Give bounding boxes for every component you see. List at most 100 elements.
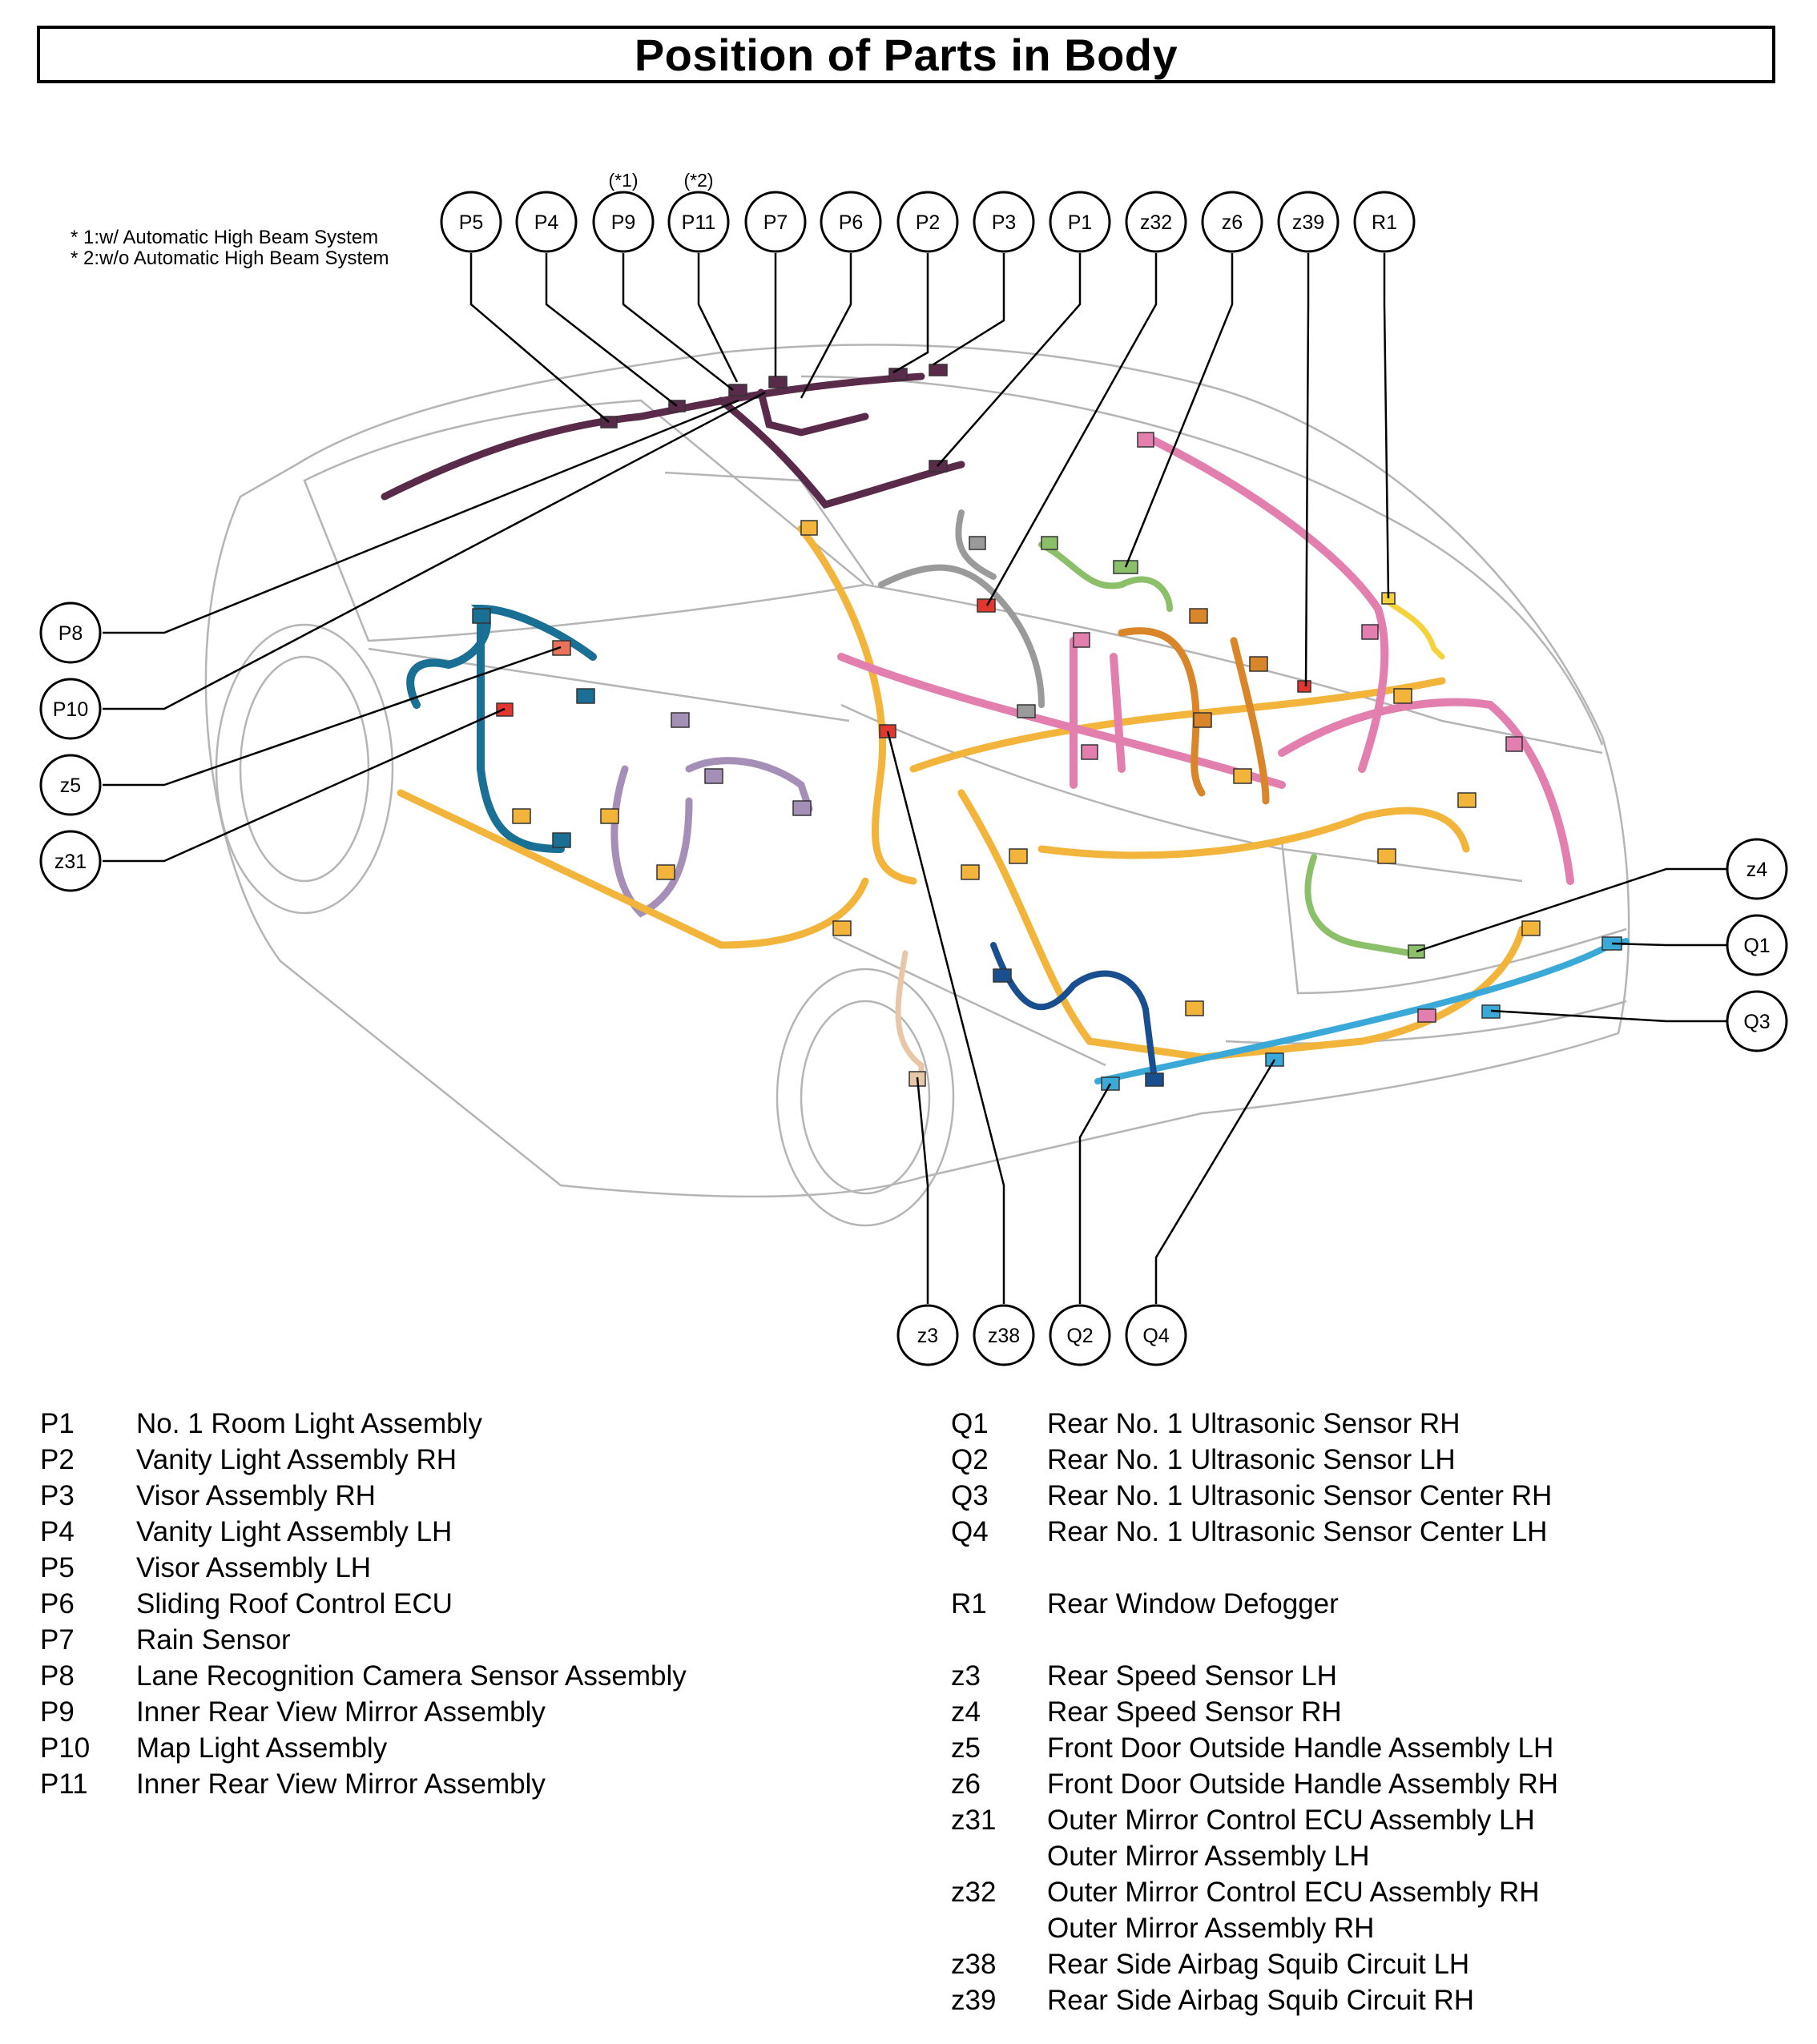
green-harness — [1038, 541, 1413, 956]
callout-q3-label: Q3 — [1743, 1011, 1770, 1033]
callout-p2: P2 — [896, 191, 959, 253]
legend-desc: Rear No. 1 Ultrasonic Sensor RH — [1047, 1408, 1460, 1439]
legend-code: Q2 — [951, 1444, 989, 1475]
legend-code: P7 — [40, 1624, 75, 1656]
legend-desc: Rear Speed Sensor RH — [1047, 1696, 1342, 1728]
callout-p8: P8 — [39, 602, 102, 664]
callout-p6-label: P6 — [839, 211, 864, 234]
legend-row: P5 Visor Assembly LH — [40, 1550, 921, 1586]
legend-desc: Rear No. 1 Ultrasonic Sensor Center LH — [1047, 1516, 1548, 1547]
callout-z3-label: z3 — [917, 1325, 938, 1347]
legend-desc: Rear No. 1 Ultrasonic Sensor LH — [1047, 1444, 1456, 1475]
callout-p1: P1 — [1049, 191, 1111, 253]
callout-r1: R1 — [1353, 191, 1416, 253]
legend-code: P3 — [40, 1480, 75, 1511]
connectors — [472, 364, 1622, 1091]
callout-z5: z5 — [39, 754, 102, 816]
legend-desc: Rain Sensor — [136, 1624, 291, 1656]
leader-lines — [103, 253, 1726, 1304]
legend-code: z38 — [951, 1949, 997, 1980]
legend-code: P8 — [40, 1660, 75, 1692]
callout-p11: P11(*2) — [667, 170, 730, 253]
callout-p11-label: P11 — [682, 211, 716, 234]
callout-p8-label: P8 — [58, 622, 83, 645]
legend-row: z31 Outer Mirror Control ECU Assembly LH — [951, 1802, 1800, 1838]
callout-p6: P6 — [820, 191, 882, 253]
legend-code: P6 — [40, 1588, 75, 1620]
callout-p3: P3 — [973, 191, 1035, 253]
legend-desc: Sliding Roof Control ECU — [136, 1588, 453, 1620]
callout-z32-label: z32 — [1140, 211, 1172, 234]
callout-p10-label: P10 — [53, 698, 88, 721]
callout-p4-label: P4 — [534, 211, 559, 234]
legend-row: P7 Rain Sensor — [40, 1622, 921, 1658]
note-1: * 1:w/ Automatic High Beam System — [71, 227, 378, 248]
callout-q1: Q1 — [1726, 914, 1788, 976]
callout-q4-label: Q4 — [1142, 1325, 1169, 1347]
front-door-harness — [406, 604, 597, 853]
callout-z31: z31 — [39, 830, 102, 892]
legend-code: P2 — [40, 1444, 75, 1475]
callout-z6-label: z6 — [1222, 211, 1243, 234]
legend-row: Outer Mirror Assembly LH — [951, 1838, 1800, 1874]
legend-desc: Outer Mirror Control ECU Assembly RH — [1047, 1877, 1540, 1908]
legend-desc: Outer Mirror Control ECU Assembly LH — [1047, 1805, 1535, 1836]
callout-z39-label: z39 — [1292, 211, 1324, 234]
legend-code: P1 — [40, 1408, 75, 1439]
legend-row: P4 Vanity Light Assembly LH — [40, 1514, 921, 1550]
legend-desc: Visor Assembly LH — [136, 1552, 372, 1583]
legend-code: P4 — [40, 1516, 75, 1547]
legend-row: P8 Lane Recognition Camera Sensor Assembl… — [40, 1658, 921, 1694]
legend-desc: Lane Recognition Camera Sensor Assembly — [136, 1660, 687, 1692]
callout-z4-label: z4 — [1746, 859, 1768, 881]
legend-gap — [951, 1622, 1800, 1658]
floor-harness — [397, 525, 1526, 1061]
callout-p10: P10 — [39, 678, 102, 740]
callout-q3: Q3 — [1726, 990, 1788, 1052]
callout-z38-label: z38 — [988, 1325, 1020, 1347]
legend-row: P11 Inner Rear View Mirror Assembly — [40, 1766, 921, 1802]
legend-row: P6 Sliding Roof Control ECU — [40, 1586, 921, 1622]
legend-desc: Front Door Outside Handle Assembly RH — [1047, 1768, 1559, 1800]
callout-p4: P4 — [515, 191, 578, 253]
callout-p7-label: P7 — [763, 211, 788, 234]
legend-code: z3 — [951, 1660, 981, 1692]
legend-code: P11 — [40, 1768, 88, 1800]
legend-code: z6 — [951, 1768, 981, 1800]
legend-desc: Vanity Light Assembly LH — [136, 1516, 453, 1547]
legend-code: z31 — [951, 1805, 997, 1836]
trunk-pink-harness — [837, 437, 1574, 885]
legend-row: P3 Visor Assembly RH — [40, 1478, 921, 1514]
legend-row: z4 Rear Speed Sensor RH — [951, 1694, 1800, 1730]
legend-desc: Visor Assembly RH — [136, 1480, 376, 1511]
car-wiring-diagram: * 1:w/ Automatic High Beam System * 2:w/… — [39, 170, 1788, 1366]
callout-p1-label: P1 — [1068, 211, 1093, 234]
legend-code: P9 — [40, 1696, 75, 1728]
legend-desc: Rear Side Airbag Squib Circuit RH — [1047, 1985, 1475, 2016]
callout-z6: z6 — [1201, 191, 1263, 253]
peach-harness — [895, 950, 925, 1084]
legend-desc: Outer Mirror Assembly RH — [1047, 1913, 1375, 1944]
legend-row: Outer Mirror Assembly RH — [951, 1910, 1800, 1946]
legend-desc: Outer Mirror Assembly LH — [1047, 1841, 1370, 1872]
callout-p2-label: P2 — [916, 211, 941, 234]
dark-blue-harness — [990, 942, 1157, 1076]
legend-code: z4 — [951, 1696, 981, 1728]
callout-p5-label: P5 — [459, 211, 484, 234]
page-title: Position of Parts in Body — [634, 29, 1178, 80]
legend-desc: Rear Window Defogger — [1047, 1588, 1339, 1620]
legend-code: P5 — [40, 1552, 75, 1583]
callout-q4: Q4 — [1125, 1304, 1187, 1366]
callout-z38: z38 — [973, 1304, 1035, 1366]
legend-desc: Inner Rear View Mirror Assembly — [136, 1768, 546, 1800]
